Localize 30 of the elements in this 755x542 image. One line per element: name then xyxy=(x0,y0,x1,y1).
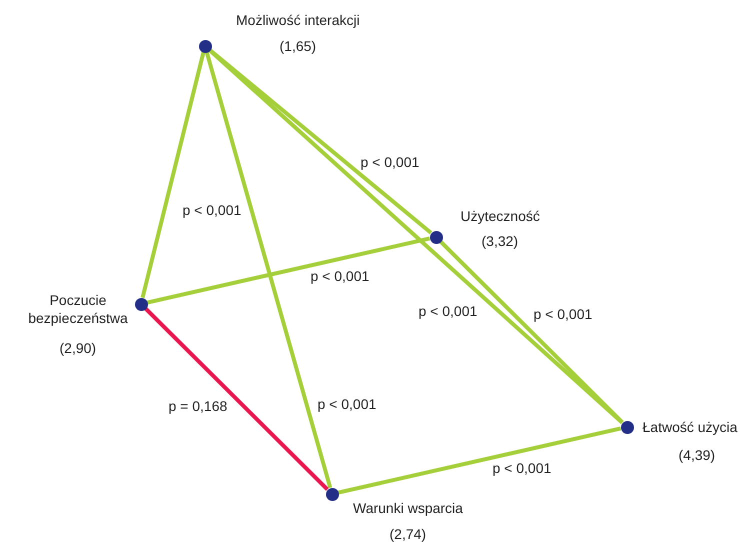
connector-line xyxy=(439,240,624,424)
value-label: (3,32) xyxy=(482,232,518,250)
edge-label: p < 0,001 xyxy=(358,154,422,170)
connector-line xyxy=(208,48,432,234)
point-marker xyxy=(430,230,442,244)
connector-line xyxy=(338,426,622,495)
edge-label: p = 0,168 xyxy=(166,398,230,414)
edge-label: p < 0,001 xyxy=(308,268,372,284)
value-label: (2,90) xyxy=(60,339,96,357)
edge-label: p < 0,001 xyxy=(180,202,244,218)
edge-label: p < 0,001 xyxy=(416,303,480,319)
connector-line xyxy=(204,52,332,488)
value-label: (2,74) xyxy=(390,525,426,542)
node-label: Możliwość interakcji xyxy=(236,11,360,29)
edge-label: p < 0,001 xyxy=(316,396,378,412)
edge-label: p < 0,001 xyxy=(532,306,594,322)
connector-line xyxy=(146,236,430,305)
point-marker xyxy=(326,488,338,500)
edge-label: p < 0,001 xyxy=(490,460,554,476)
point-marker xyxy=(620,420,634,434)
node-label: Łatwość użycia xyxy=(642,418,738,436)
connector-line xyxy=(140,52,206,298)
node-label: Poczucie bezpieczeństwa xyxy=(27,291,129,327)
connector-line xyxy=(144,307,329,491)
value-label: (1,65) xyxy=(280,37,316,55)
point-marker xyxy=(134,298,148,310)
node-label: Warunki wsparcia xyxy=(353,499,463,517)
node-label: Użyteczność xyxy=(460,207,540,225)
value-label: (4,39) xyxy=(678,446,716,464)
point-marker xyxy=(198,40,212,52)
